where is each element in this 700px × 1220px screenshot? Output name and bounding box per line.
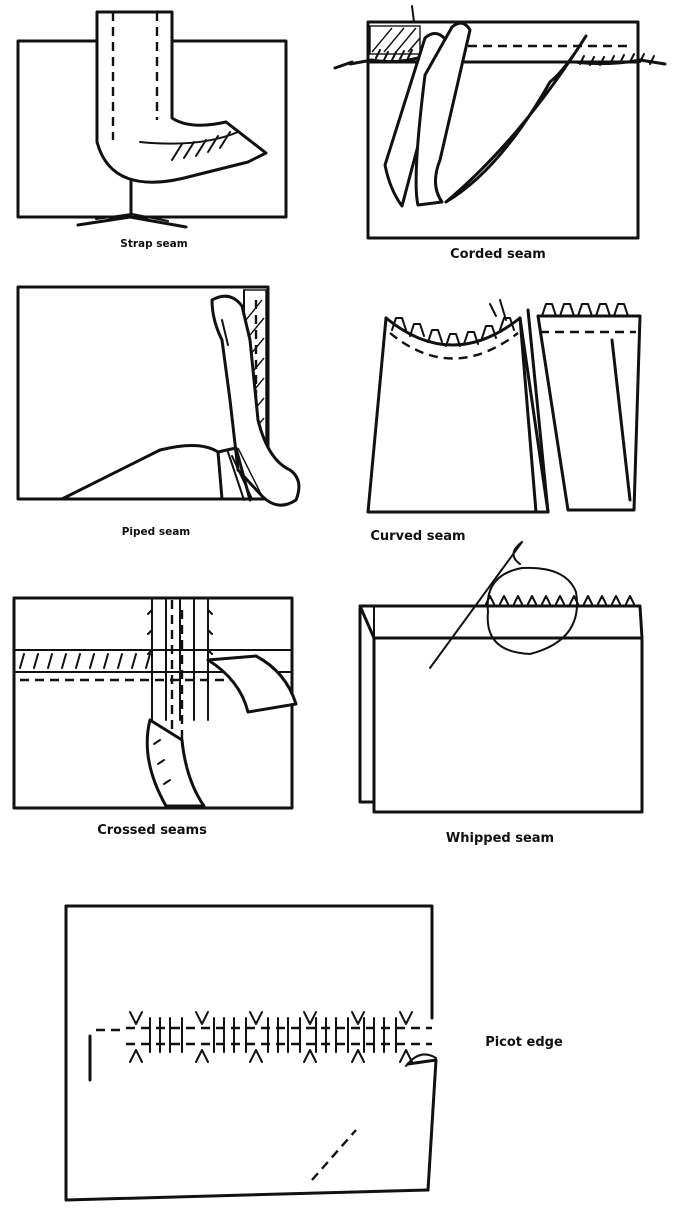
curved-seam-illustration xyxy=(368,300,640,512)
whipped-seam-illustration xyxy=(360,542,642,812)
piped-seam-caption: Piped seam xyxy=(122,526,191,538)
picot-edge-illustration xyxy=(66,906,436,1200)
curved-seam-caption: Curved seam xyxy=(370,529,465,544)
crossed-seams-caption: Crossed seams xyxy=(97,823,207,838)
crossed-seams-illustration xyxy=(14,598,296,808)
piped-seam-illustration xyxy=(18,287,299,505)
whipped-seam-caption: Whipped seam xyxy=(446,831,554,846)
picot-edge-caption: Picot edge xyxy=(485,1035,563,1050)
corded-seam-caption: Corded seam xyxy=(450,247,546,262)
strap-seam-illustration xyxy=(18,12,286,227)
corded-seam-illustration xyxy=(335,6,665,238)
strap-seam-caption: Strap seam xyxy=(120,238,187,250)
